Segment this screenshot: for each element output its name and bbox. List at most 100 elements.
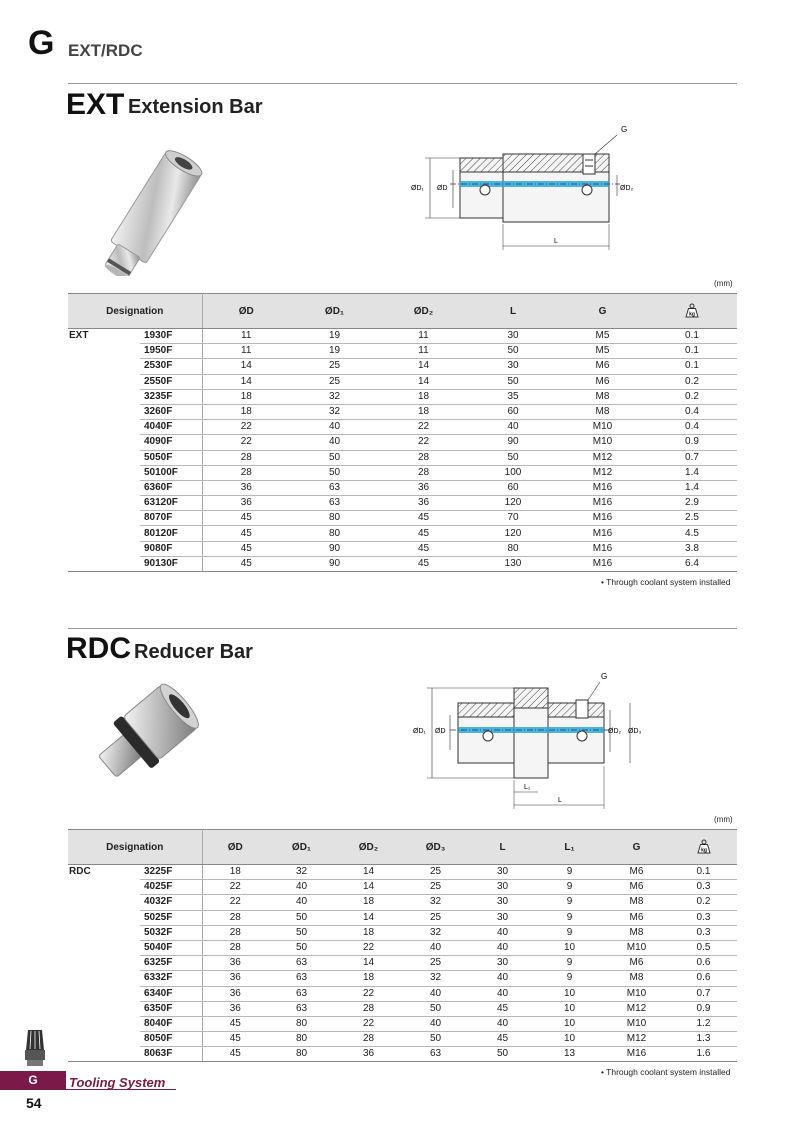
spec-cell: 22 xyxy=(379,434,468,451)
spec-cell: 45 xyxy=(202,1016,268,1033)
spec-cell: 40 xyxy=(469,986,536,1002)
chapter-tab-underline xyxy=(66,1089,176,1090)
spec-cell: 36 xyxy=(202,1001,268,1017)
ext-footnote: • Through coolant system installed xyxy=(601,577,731,587)
col-d2: ØD₂ xyxy=(335,829,402,865)
spec-cell: 36 xyxy=(202,480,290,497)
family-cell xyxy=(68,986,140,1001)
spec-cell: 40 xyxy=(469,1016,536,1033)
spec-cell: 18 xyxy=(202,864,268,881)
col-d1: ØD₁ xyxy=(268,829,335,865)
ext-drawing-label-d2: ØD₂ xyxy=(620,185,634,192)
spec-cell: 32 xyxy=(402,925,469,941)
spec-cell: 28 xyxy=(202,940,268,957)
spec-cell: 40 xyxy=(268,879,335,896)
spec-cell: 25 xyxy=(402,910,469,926)
spec-cell: 63 xyxy=(290,480,379,497)
spec-cell: 0.6 xyxy=(670,970,737,987)
spec-cell: 0.2 xyxy=(647,374,737,390)
spec-cell: 1.4 xyxy=(647,480,737,497)
ext-unit-label: (mm) xyxy=(714,279,733,288)
spec-cell: 18 xyxy=(202,404,290,421)
spec-cell: 14 xyxy=(379,358,468,375)
family-cell xyxy=(68,526,140,541)
designation-code-cell: 8040F xyxy=(140,1016,203,1033)
designation-code-cell: 3235F xyxy=(140,389,203,405)
spec-cell: 9 xyxy=(536,925,603,941)
col-d1: ØD₁ xyxy=(290,293,379,329)
spec-cell: 30 xyxy=(469,910,536,926)
designation-code-cell: 5025F xyxy=(140,910,203,926)
spec-cell: 1.6 xyxy=(670,1046,737,1063)
designation-code-cell: 80120F xyxy=(140,525,203,542)
weight-icon: kg xyxy=(696,839,711,853)
spec-cell: 2.5 xyxy=(647,510,737,527)
col-d3: ØD₃ xyxy=(402,829,469,865)
spec-cell: 22 xyxy=(202,894,268,911)
family-cell xyxy=(68,556,140,573)
designation-code-cell: 4025F xyxy=(140,879,203,896)
spec-cell: 32 xyxy=(402,970,469,987)
spec-cell: 22 xyxy=(202,434,290,451)
designation-code-cell: 3225F xyxy=(140,864,203,881)
spec-cell: 18 xyxy=(379,404,468,421)
spec-cell: 9 xyxy=(536,879,603,896)
spec-cell: 22 xyxy=(335,1016,402,1033)
spec-cell: 45 xyxy=(379,556,468,573)
rdc-drawing-label-l1: L₁ xyxy=(524,784,531,791)
spec-cell: 40 xyxy=(402,986,469,1002)
spec-cell: 11 xyxy=(202,328,290,345)
spec-cell: 2.9 xyxy=(647,495,737,512)
family-cell xyxy=(68,895,140,910)
rdc-code: RDC xyxy=(66,632,131,665)
spec-cell: 28 xyxy=(379,465,468,481)
chapter-title: Tooling System xyxy=(69,1075,166,1090)
spec-cell: 120 xyxy=(468,495,558,512)
spec-cell: M16 xyxy=(558,525,647,542)
spec-cell: 32 xyxy=(290,404,379,421)
spec-cell: 0.7 xyxy=(647,450,737,466)
col-weight: kg xyxy=(670,829,737,865)
family-cell xyxy=(68,344,140,359)
family-cell: EXT xyxy=(69,330,89,342)
spec-cell: 25 xyxy=(290,374,379,390)
spec-cell: 1.2 xyxy=(670,1016,737,1033)
spec-cell: 19 xyxy=(290,343,379,360)
spec-cell: 40 xyxy=(290,434,379,451)
spec-cell: 28 xyxy=(202,925,268,941)
spec-cell: 36 xyxy=(202,495,290,512)
spec-cell: 63 xyxy=(268,986,335,1002)
spec-cell: 9 xyxy=(536,955,603,972)
spec-cell: 18 xyxy=(335,925,402,941)
spec-cell: 50 xyxy=(290,465,379,481)
section-letter: G xyxy=(28,24,55,62)
spec-cell: M8 xyxy=(558,404,647,421)
family-cell xyxy=(68,420,140,435)
ext-drawing-label-g: G xyxy=(621,125,627,134)
designation-code-cell: 8050F xyxy=(140,1031,203,1048)
designation-code-cell: 2530F xyxy=(140,358,203,375)
spec-cell: 100 xyxy=(468,465,558,481)
rdc-product-photo xyxy=(99,683,199,777)
chapter-tab[interactable]: G xyxy=(0,1071,66,1090)
ext-code: EXT xyxy=(66,88,125,121)
rdc-spec-table: Designation ØD ØD₁ ØD₂ ØD₃ L L₁ G kg RDC… xyxy=(68,829,737,1063)
spec-cell: 0.4 xyxy=(647,404,737,421)
spec-cell: 25 xyxy=(402,955,469,972)
spec-cell: 90 xyxy=(468,434,558,451)
spec-cell: 45 xyxy=(202,1031,268,1048)
ext-product-photo xyxy=(104,150,203,276)
rdc-technical-drawing: G ØD₁ ØD ØD₂ ØD₃ L₁ L xyxy=(413,672,642,809)
spec-cell: 60 xyxy=(468,404,558,421)
spec-cell: 9 xyxy=(536,910,603,926)
spec-cell: 45 xyxy=(202,556,290,573)
spec-cell: 14 xyxy=(379,374,468,390)
